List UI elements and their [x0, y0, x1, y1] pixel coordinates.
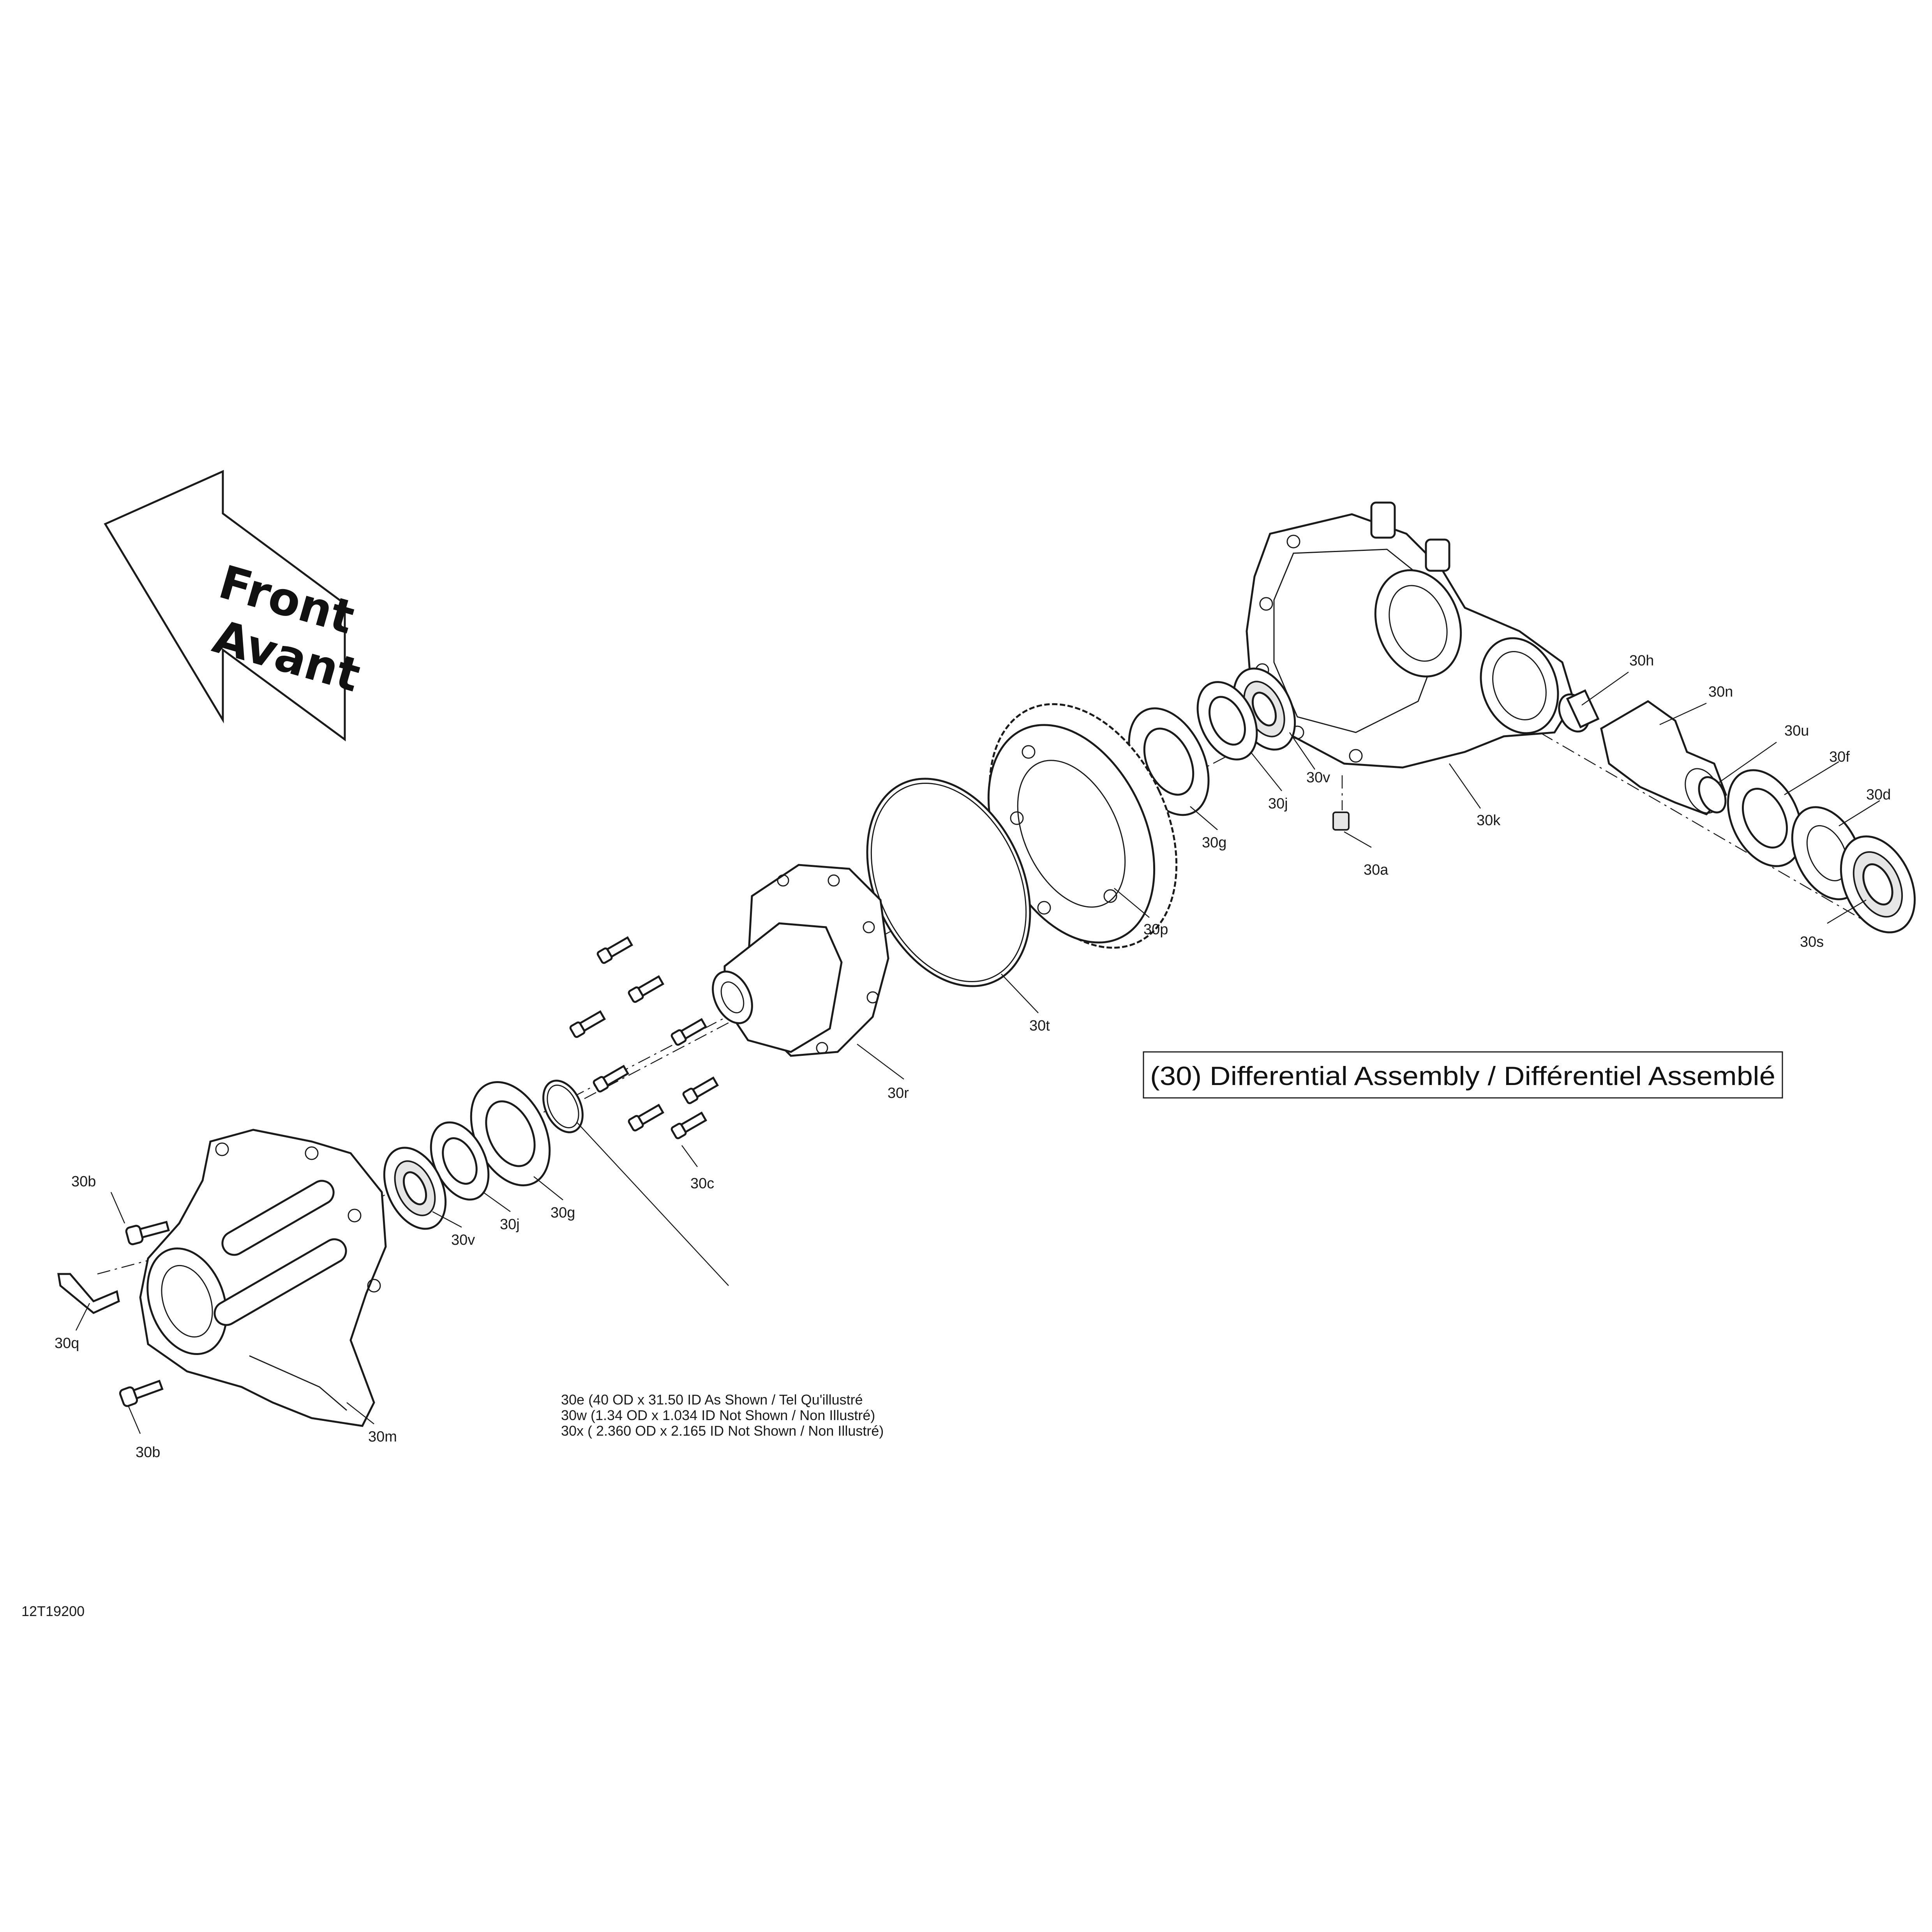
- note-30w: 30w (1.34 OD x 1.034 ID Not Shown / Non …: [561, 1407, 875, 1423]
- label-30b-lower: 30b: [136, 1444, 160, 1461]
- part-labels: 30h 30n 30u 30f 30d 30s 30k 30a 30v 30j …: [55, 653, 1891, 1461]
- label-30v-upper: 30v: [1306, 769, 1330, 786]
- label-30f: 30f: [1829, 749, 1850, 765]
- note-30e: 30e (40 OD x 31.50 ID As Shown / Tel Qu'…: [561, 1392, 863, 1408]
- circlip-30u: [1698, 776, 1727, 813]
- label-30g-lower: 30g: [550, 1205, 575, 1221]
- label-30n: 30n: [1708, 684, 1733, 700]
- needle-bearing-30h: [1558, 689, 1600, 733]
- bolts-30c: [569, 936, 719, 1140]
- bolt-30b-lower: [119, 1380, 164, 1407]
- note-30x: 30x ( 2.360 OD x 2.165 ID Not Shown / No…: [561, 1423, 884, 1439]
- figure-code: 12T19200: [21, 1603, 85, 1619]
- label-30j-lower: 30j: [500, 1216, 520, 1233]
- title-box: (30) Differential Assembly / Différentie…: [1143, 1051, 1783, 1099]
- lower-seal-30v: [383, 1147, 447, 1230]
- breather-30q: [57, 1273, 120, 1314]
- upper-housing-30k: [1246, 501, 1575, 769]
- leader-lines: [75, 671, 1880, 1434]
- upper-bearing-30j: [1196, 681, 1258, 760]
- label-30v-lower: 30v: [451, 1232, 475, 1248]
- front-direction-arrow: Front Avant: [104, 470, 366, 741]
- label-30u: 30u: [1784, 723, 1809, 739]
- label-30h: 30h: [1629, 653, 1654, 669]
- label-30a: 30a: [1364, 862, 1389, 878]
- ring-gear-30p: [987, 703, 1178, 949]
- bolt-30b-upper: [125, 1221, 170, 1246]
- lower-housing-30m: [139, 1129, 387, 1427]
- label-30r: 30r: [887, 1085, 909, 1101]
- label-30b-upper: 30b: [71, 1173, 96, 1190]
- label-30k: 30k: [1477, 812, 1501, 829]
- label-30p: 30p: [1143, 921, 1168, 938]
- label-30g-upper: 30g: [1202, 835, 1226, 851]
- lower-bearing-30j: [430, 1121, 490, 1201]
- label-30q: 30q: [55, 1335, 79, 1352]
- plug-30a: [1332, 775, 1350, 831]
- seal-30s: [1840, 835, 1916, 933]
- bearing-30f: [1727, 769, 1803, 867]
- differential-case-30r: [712, 864, 889, 1057]
- dimension-notes: 30e (40 OD x 31.50 ID As Shown / Tel Qu'…: [561, 1392, 884, 1439]
- label-30c: 30c: [690, 1175, 714, 1192]
- label-30s: 30s: [1800, 934, 1824, 950]
- label-30d: 30d: [1866, 787, 1891, 803]
- lower-bearing-30g: [470, 1081, 551, 1186]
- label-30t: 30t: [1029, 1018, 1050, 1034]
- o-ring-30e: [542, 1080, 584, 1133]
- label-30m: 30m: [368, 1429, 397, 1445]
- label-30j-upper: 30j: [1268, 796, 1288, 812]
- diagram-title: (30) Differential Assembly / Différentie…: [1150, 1061, 1775, 1091]
